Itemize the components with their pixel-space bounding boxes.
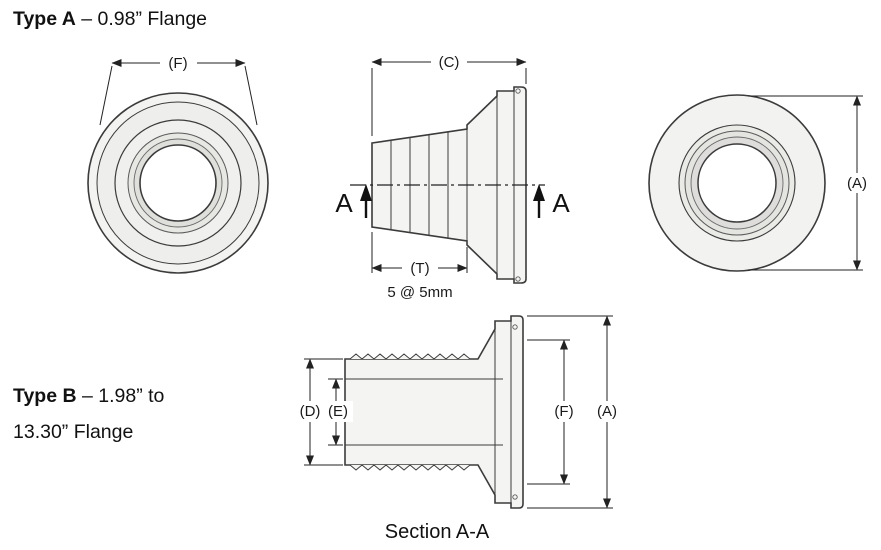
section-a-a-view <box>344 315 524 509</box>
clamp-notch <box>512 494 518 500</box>
cut-arrow-head <box>533 184 545 201</box>
cut-letter-left: A <box>335 188 353 218</box>
section-title: Section A-A <box>385 521 490 543</box>
fitting-outline <box>371 86 527 284</box>
section-outline <box>344 315 524 509</box>
dim-d-label: (D) <box>300 403 321 420</box>
center-hole <box>139 144 217 222</box>
serrated-edge-top <box>349 353 471 360</box>
type-b-title-line2: 13.30” Flange <box>13 421 134 443</box>
dim-label-bg <box>591 401 623 422</box>
extension-line <box>244 65 258 126</box>
clamp-notch <box>515 276 521 282</box>
dim-label-bg <box>548 401 580 422</box>
dim-a-label-section: (A) <box>597 403 617 420</box>
dim-e-label: (E) <box>328 403 348 420</box>
type-b-title-bold: Type B <box>13 385 77 407</box>
type-b-title-line1: Type B – 1.98” to <box>13 378 164 414</box>
type-a-title-bold: Type A <box>13 8 76 30</box>
type-b-title: Type B – 1.98” to 13.30” Flange <box>13 378 164 450</box>
dim-label-bg <box>322 401 353 422</box>
dim-f-label-section: (F) <box>554 403 573 420</box>
dim-c-label: (C) <box>439 54 460 71</box>
center-hole <box>697 143 777 223</box>
dim-label-bg <box>402 258 438 278</box>
dim-label-bg <box>431 52 467 72</box>
extension-line <box>99 65 113 126</box>
cut-letter-right: A <box>552 188 570 218</box>
dim-label-bg <box>294 401 325 422</box>
flange-front-view-right <box>648 94 826 272</box>
section-cut-arrows: A A <box>335 184 570 218</box>
dim-label-bg <box>160 52 197 73</box>
type-a-front-view <box>87 92 269 274</box>
type-b-title-rest: – 1.98” to <box>76 385 165 407</box>
clamp-notch <box>515 88 521 94</box>
type-a-title: Type A – 0.98” Flange <box>13 8 207 31</box>
dim-f-label: (F) <box>168 55 187 72</box>
serrated-edge-bottom <box>349 464 471 471</box>
clamp-notch <box>512 324 518 330</box>
dim-t-label: (T) <box>410 260 429 277</box>
dim-label-bg <box>840 173 875 193</box>
type-a-title-rest: – 0.98” Flange <box>75 8 208 30</box>
type-a-side-view <box>350 86 545 284</box>
cut-arrow-head <box>360 184 372 201</box>
barb-pitch-note: 5 @ 5mm <box>387 284 452 301</box>
dim-a-label-right: (A) <box>847 175 867 192</box>
